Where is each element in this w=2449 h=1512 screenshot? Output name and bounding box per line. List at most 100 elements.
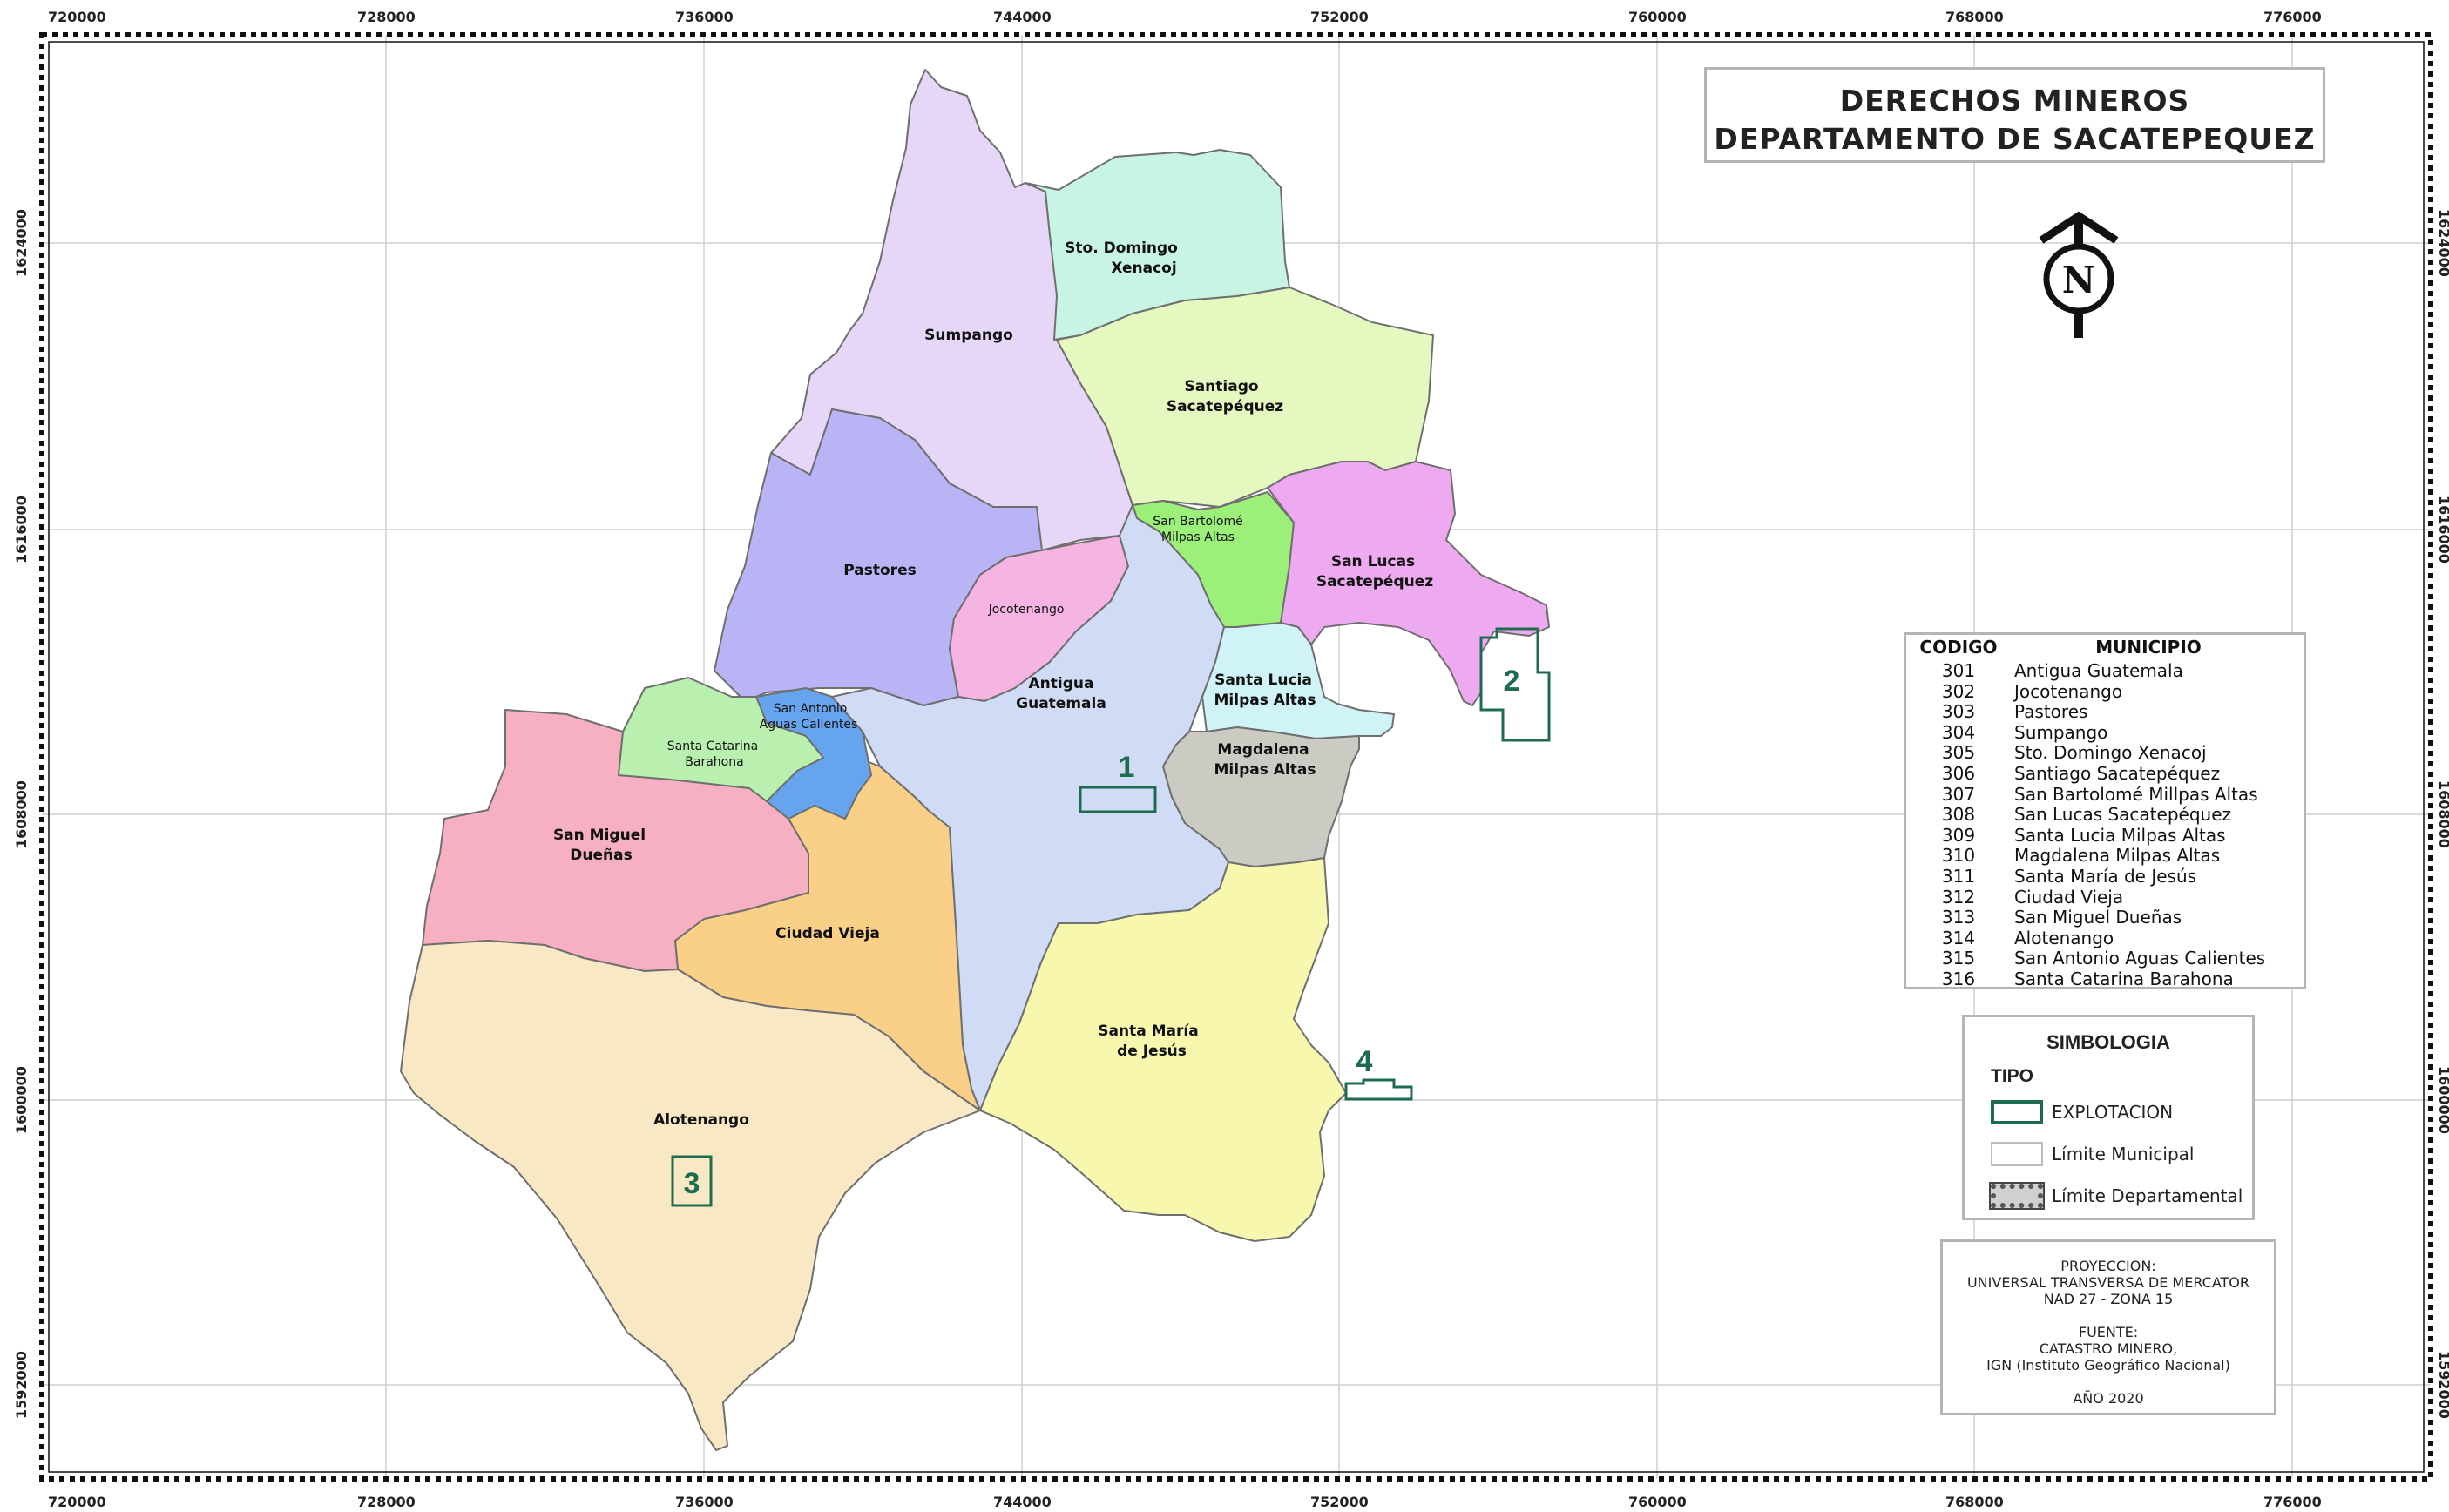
x-label-5-bottom: 760000 [1628, 1494, 1687, 1510]
legend-label-limite-departamental: Límite Departamental [2052, 1185, 2243, 1206]
table-row: 305 Sto. Domingo Xenacoj [1915, 743, 2295, 764]
label-antigua-line2: Guatemala [1016, 695, 1106, 712]
legend-item-limite-municipal: Límite Municipal [1991, 1139, 2194, 1169]
label-miguel-line1: San Miguel [553, 827, 646, 844]
label-ciudad-vieja: Ciudad Vieja [775, 925, 880, 942]
label-santiago-line1: Santiago [1184, 378, 1258, 395]
y-label-1-right: 1616000 [2436, 496, 2449, 564]
explotacion-swatch [1991, 1100, 2043, 1124]
y-label-3-left: 1600000 [13, 1066, 30, 1134]
legend-label-limite-municipal: Límite Municipal [2052, 1144, 2195, 1164]
municipality-code: 301 [1941, 660, 1976, 681]
label-alotenango: Alotenango [653, 1111, 749, 1129]
municipality-name: Magdalena Milpas Altas [2014, 845, 2221, 867]
concession-1-number: 1 [1119, 751, 1135, 784]
concession-2-number: 2 [1504, 665, 1520, 698]
municipality-name: Ciudad Vieja [2014, 886, 2124, 908]
label-santa-maria-line2: de Jesús [1117, 1043, 1187, 1060]
label-santa-maria-line1: Santa María [1098, 1023, 1198, 1040]
label-catarina-line2: Barahona [685, 755, 743, 769]
label-jocotenango: Jocotenango [988, 603, 1065, 617]
label-santa-lucia-line1: Santa Lucia [1214, 672, 1312, 689]
projection-line1: UNIVERSAL TRANSVERSA DE MERCATOR [1966, 1274, 2250, 1291]
x-label-0-top: 720000 [48, 9, 106, 25]
y-label-4-right: 1592000 [2436, 1351, 2449, 1419]
municipality-name: San Bartolomé Millpas Altas [2014, 783, 2258, 805]
legend-item-limite-departamental: Límite Departamental [1989, 1181, 2243, 1211]
municipality-name: Alotenango [2014, 927, 2114, 948]
label-aguas-line1: San Antonio [774, 702, 848, 716]
municipality-name: Pastores [2014, 701, 2088, 723]
label-sto-domingo-line2: Xenacoj [1111, 260, 1176, 277]
projection-line2: NAD 27 - ZONA 15 [2043, 1291, 2174, 1307]
label-bartolome-line2: Milpas Altas [1161, 530, 1235, 544]
x-label-2-top: 736000 [675, 9, 734, 25]
municipality-code: 316 [1941, 968, 1976, 989]
label-magdalena-line1: Magdalena [1217, 741, 1309, 759]
projection-label: PROYECCION: [2060, 1258, 2156, 1274]
label-san-lucas-line1: San Lucas [1331, 553, 1415, 570]
concession-4-number: 4 [1356, 1045, 1373, 1078]
municipality-name: Santiago Sacatepéquez [2014, 762, 2221, 784]
municipality-code: 313 [1941, 907, 1976, 928]
municipality-code: 309 [1941, 824, 1976, 846]
municipality-code: 304 [1941, 721, 1976, 743]
table-row: 301 Antigua Guatemala [1915, 660, 2295, 682]
municipality-alotenango [400, 940, 981, 1451]
concession-1-outline [1079, 786, 1157, 813]
limite-municipal-swatch [1991, 1142, 2043, 1166]
x-label-5-top: 760000 [1628, 9, 1687, 25]
source-label: FUENTE: [2078, 1324, 2139, 1340]
table-row: 304 Sumpango [1915, 721, 2295, 744]
x-label-3-top: 744000 [993, 9, 1052, 25]
y-label-0-right: 1624000 [2436, 209, 2449, 277]
x-label-6-top: 768000 [1945, 9, 2004, 25]
x-label-0-bottom: 720000 [48, 1494, 106, 1510]
x-label-1-bottom: 728000 [357, 1494, 416, 1510]
x-label-1-top: 728000 [357, 9, 416, 25]
map-title-line2: DEPARTAMENTO DE SACATEPEQUEZ [1714, 122, 2316, 156]
label-santiago-line2: Sacatepéquez [1167, 398, 1283, 415]
municipality-code: 307 [1941, 783, 1976, 805]
label-antigua-line1: Antigua [1029, 675, 1094, 692]
municipality-name: Antigua Guatemala [2014, 660, 2183, 681]
map-title-box: DERECHOS MINEROS DEPARTAMENTO DE SACATEP… [1704, 67, 2325, 163]
x-label-7-top: 776000 [2263, 9, 2322, 25]
municipality-name: Sumpango [2014, 721, 2108, 743]
municipality-name: Santa María de Jesús [2014, 865, 2197, 887]
label-santa-lucia-line2: Milpas Altas [1214, 692, 1316, 709]
municipality-code: 302 [1941, 680, 1976, 702]
municipality-name: Santa Catarina Barahona [2014, 968, 2234, 989]
legend-item-explotacion: EXPLOTACION [1991, 1097, 2173, 1127]
department-frame-inner [48, 41, 2425, 1473]
y-label-4-left: 1592000 [13, 1351, 30, 1419]
y-label-2-left: 1608000 [13, 780, 30, 848]
municipality-santa-maria [979, 857, 1347, 1242]
source-line1: CATASTRO MINERO, [2039, 1340, 2178, 1357]
concession-2-outline [1479, 627, 1551, 742]
municipality-catarina [618, 677, 824, 802]
legend-label-explotacion: EXPLOTACION [2052, 1102, 2174, 1123]
label-aguas-line2: Aguas Calientes [760, 718, 858, 732]
municipality-name: Sto. Domingo Xenacoj [2014, 742, 2207, 764]
table-row: 307 San Bartolomé Millpas Altas [1915, 783, 2295, 806]
municipality-code: 305 [1941, 742, 1976, 764]
y-label-3-right: 1600000 [2436, 1066, 2449, 1134]
label-magdalena-line2: Milpas Altas [1214, 761, 1316, 779]
map-title-line1: DERECHOS MINEROS [1839, 84, 2190, 118]
municipality-code: 303 [1941, 701, 1976, 723]
legend-subtitle: TIPO [1991, 1066, 2034, 1086]
label-bartolome-line1: San Bartolomé [1153, 515, 1243, 529]
municipality-name: San Antonio Aguas Calientes [2014, 948, 2266, 969]
header-code: CODIGO [1919, 637, 1998, 658]
projection-source-box: PROYECCION: UNIVERSAL TRANSVERSA DE MERC… [1940, 1239, 2276, 1415]
